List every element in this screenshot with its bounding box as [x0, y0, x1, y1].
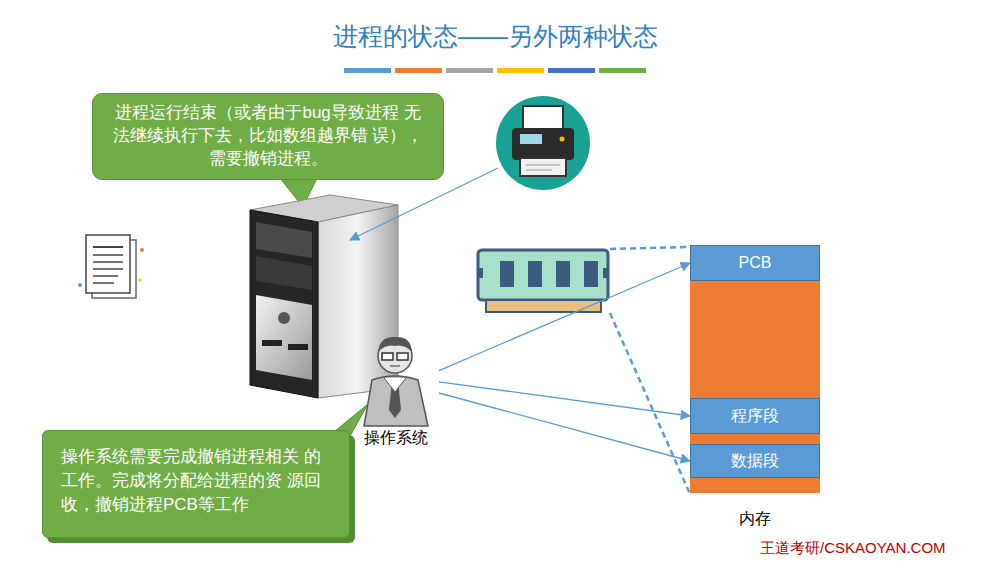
- memory-segment: PCB: [690, 245, 820, 281]
- memory-segment: 数据段: [690, 444, 820, 478]
- printer-icon: [496, 96, 590, 190]
- computer-tower-part: [256, 295, 312, 380]
- node-text: 进程运行结束（或者由于bug导致进程 无法继续执行下去，比如数组越界错 误），需…: [107, 102, 429, 171]
- memory-chip-part: [478, 250, 608, 300]
- document-icon-part: [93, 254, 123, 256]
- operator-figure-part: [384, 378, 406, 392]
- document-icon-part: [93, 261, 123, 263]
- printer-icon-part: [560, 137, 565, 142]
- document-icon-part: [93, 268, 123, 270]
- document-icon-part: [93, 275, 118, 277]
- memory-chip-part: [486, 300, 601, 312]
- title-bars-part: [548, 68, 595, 73]
- computer-tower-part: [278, 312, 290, 324]
- operator-figure-part: [390, 366, 400, 367]
- memory-chip-part: [584, 261, 598, 287]
- document-icon-part: [86, 235, 130, 293]
- node-text: PCB: [739, 254, 772, 272]
- title-bars-part: [344, 68, 391, 73]
- memory-chip-part: [478, 268, 483, 278]
- connector-arrow: [439, 393, 690, 461]
- memory-column: 内存PCB程序段数据段: [690, 245, 820, 493]
- document-icon-part: [78, 283, 82, 287]
- node-text: 数据段: [731, 451, 779, 472]
- memory-chip-part: [603, 268, 608, 278]
- callout-box: 进程运行结束（或者由于bug导致进程 无法继续执行下去，比如数组越界错 误），需…: [92, 93, 444, 180]
- computer-tower-part: [288, 344, 308, 350]
- printer-icon-part: [520, 158, 566, 176]
- computer-tower-part: [256, 222, 312, 258]
- document-icon: [78, 235, 144, 298]
- operator-node: 操作系统: [353, 337, 439, 449]
- title-bars-part: [497, 68, 544, 73]
- node-text: 内存: [690, 509, 820, 530]
- node-text: 操作系统: [353, 428, 439, 449]
- connector-arrow: [439, 263, 690, 371]
- title-bars-part: [446, 68, 493, 73]
- computer-tower-part: [250, 210, 318, 398]
- operator-figure-part: [397, 353, 408, 360]
- document-icon-part: [93, 282, 114, 284]
- diagram-title: 进程的状态——另外两种状态: [0, 20, 991, 53]
- operator-figure-part: [382, 353, 393, 360]
- title-bars-part: [395, 68, 442, 73]
- printer-icon-part: [526, 165, 560, 166]
- title-bars: [344, 68, 646, 73]
- memory-chip-part: [556, 261, 570, 287]
- memory-chip: [478, 250, 608, 312]
- callout-box: 操作系统需要完成撤销进程相关 的工作。完成将分配给进程的资 源回收，撤销进程PC…: [42, 430, 350, 538]
- connector-arrow: [439, 382, 690, 416]
- operator-figure-part: [378, 337, 412, 352]
- document-icon-part: [140, 248, 144, 252]
- memory-chip-part: [500, 261, 514, 287]
- dashed-zoom-line-part: [610, 247, 690, 249]
- dashed-zoom-line: [610, 247, 690, 494]
- printer-icon-part: [520, 134, 542, 144]
- memory-chip-part: [528, 261, 542, 287]
- node-text: 程序段: [731, 406, 779, 427]
- computer-tower-part: [256, 256, 312, 290]
- memory-segment: 程序段: [690, 398, 820, 434]
- computer-tower: [250, 195, 398, 398]
- document-icon-part: [93, 246, 123, 248]
- watermark: 王道考研/CSKAOYAN.COM: [760, 539, 946, 558]
- operator-figure-part: [364, 376, 428, 426]
- printer-icon-part: [512, 128, 574, 160]
- node-text: 操作系统需要完成撤销进程相关 的工作。完成将分配给进程的资 源回收，撤销进程PC…: [61, 445, 331, 516]
- title-bars-part: [599, 68, 646, 73]
- computer-tower-part: [262, 340, 282, 346]
- printer-icon-part: [526, 170, 552, 171]
- printer-icon-part: [496, 96, 590, 190]
- document-icon-part: [139, 279, 142, 282]
- dashed-zoom-line-part: [610, 313, 690, 494]
- operator-figure: [364, 337, 428, 426]
